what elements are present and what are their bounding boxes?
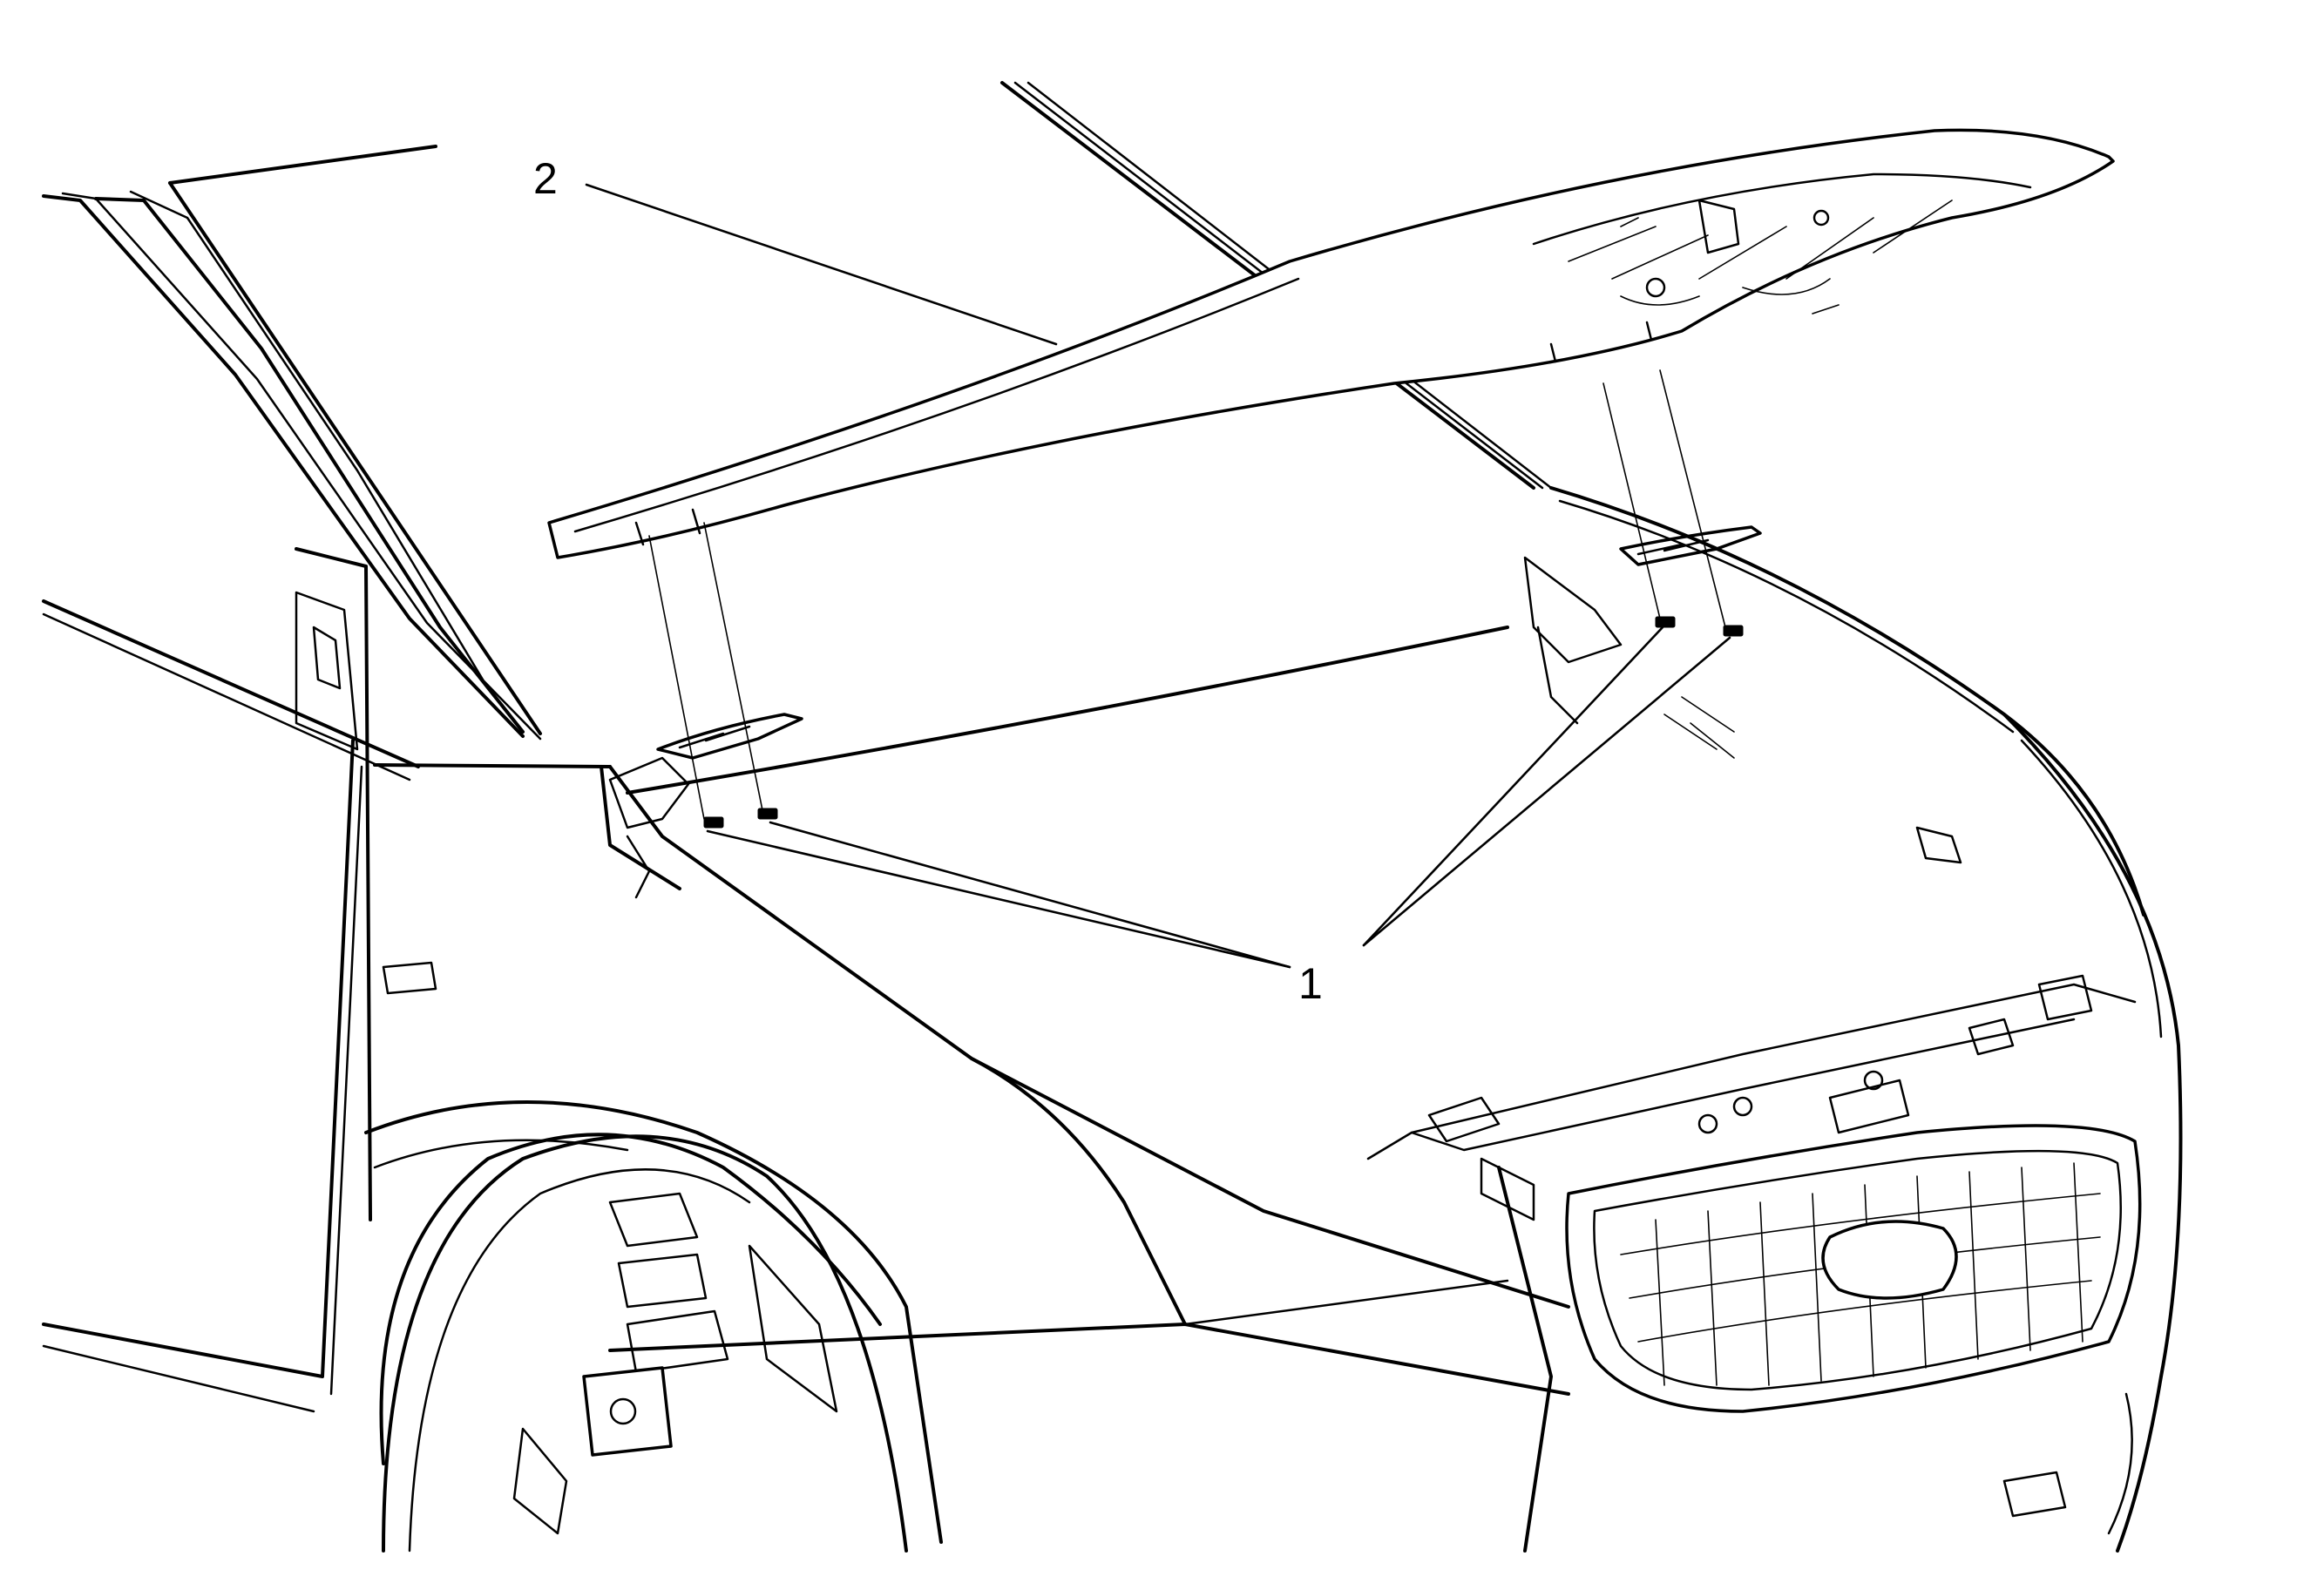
right-hinge-area: [1523, 525, 1762, 759]
callout-2: 2: [533, 154, 558, 203]
wheel-well: [382, 1134, 908, 1553]
leader-lines: [585, 183, 1731, 969]
front-fascia: [1497, 713, 2183, 1553]
left-hinge-area: [600, 713, 803, 899]
callout-1: 1: [1298, 959, 1323, 1008]
windshield: [168, 81, 1553, 735]
fender: [364, 763, 1570, 1544]
a-pillar-and-door: [42, 190, 542, 1413]
hood: [547, 128, 2115, 559]
engine-bay: [626, 486, 2145, 1221]
